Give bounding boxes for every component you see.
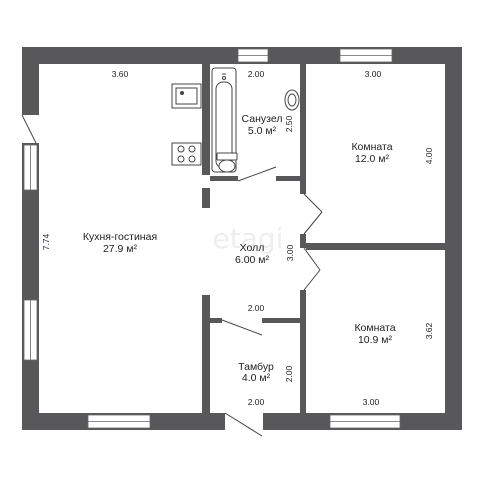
bathroom-area: 5.0 м² [248, 125, 277, 137]
dimension-labels: 3.60 7.74 2.00 2.50 3.00 4.00 3.00 2.00 … [41, 69, 434, 407]
dim-room2-bottom: 3.00 [363, 397, 380, 407]
dim-bath-top: 2.00 [248, 69, 265, 79]
kitchen-name: Кухня-гостиная [83, 231, 157, 243]
sink-icon [171, 83, 202, 109]
watermark-text: etagi [213, 222, 284, 255]
dim-room1-top: 3.00 [365, 69, 382, 79]
hall-area: 6.00 м² [235, 254, 270, 266]
bathroom-name: Санузел [242, 113, 283, 125]
washbasin-icon [284, 89, 300, 111]
dim-bath-right: 2.50 [284, 115, 294, 132]
vestibule-name: Тамбур [238, 361, 274, 373]
dim-room1-right: 4.00 [424, 147, 434, 164]
room1-name: Комната [351, 141, 392, 153]
dim-kitchen-top: 3.60 [112, 69, 129, 79]
toilet-icon [216, 152, 238, 173]
vestibule-area: 4.0 м² [242, 372, 271, 384]
windows [23, 48, 401, 429]
dim-hall-right: 3.00 [285, 244, 295, 261]
dim-vestibule-bottom: 2.00 [248, 397, 265, 407]
room-labels: Кухня-гостиная 27.9 м² Санузел 5.0 м² Ко… [83, 113, 396, 384]
kitchen-area: 27.9 м² [103, 243, 138, 255]
left-door [21, 114, 40, 144]
room1-area: 12.0 м² [355, 153, 390, 165]
dim-vestibule-right: 2.00 [284, 365, 294, 382]
inner-walls [202, 64, 445, 413]
dim-room2-right: 3.62 [424, 322, 434, 339]
hall-name: Холл [240, 242, 265, 254]
stove-icon [171, 142, 202, 166]
room2-name: Комната [354, 322, 395, 334]
room2-area: 10.9 м² [358, 334, 393, 346]
door-swings [221, 166, 323, 437]
dim-hall-bottom: 2.00 [248, 303, 265, 313]
dim-kitchen-left: 7.74 [41, 233, 51, 250]
